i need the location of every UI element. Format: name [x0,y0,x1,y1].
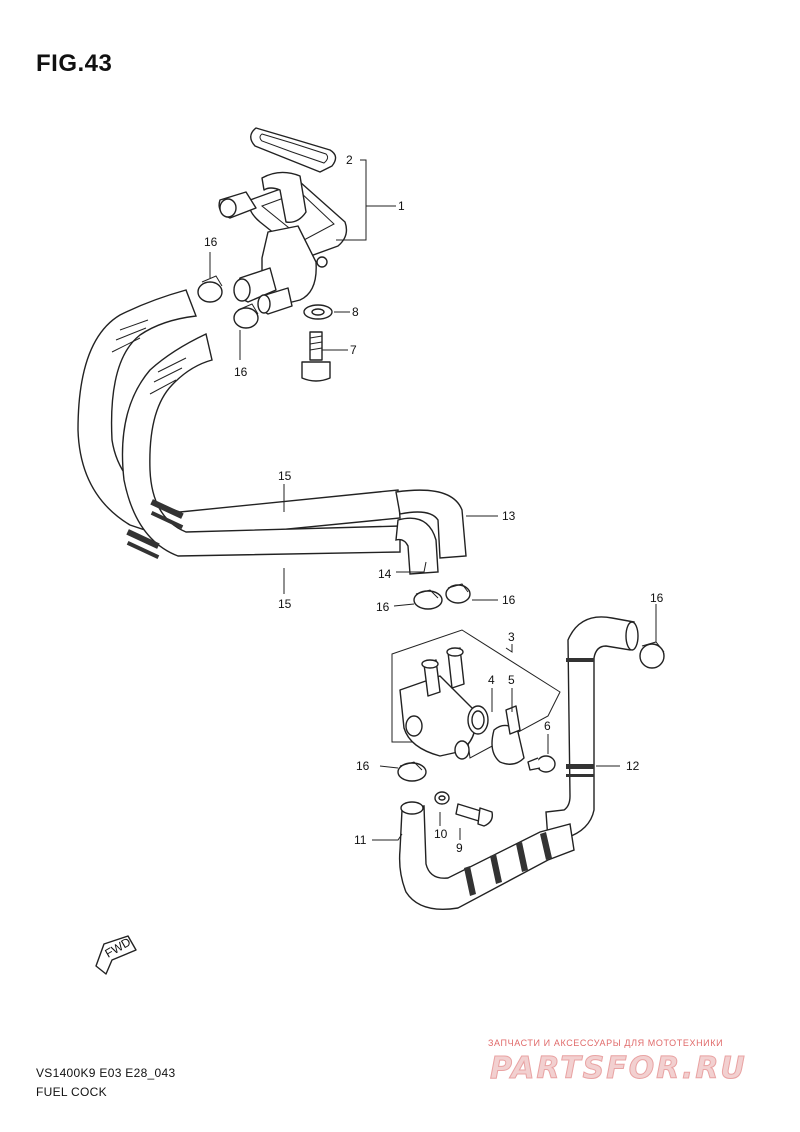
callout-12: 12 [626,759,640,773]
callout-3: 3 [508,630,515,644]
fuel-cock-body-part-3 [399,647,477,760]
hose-clamp-16-b [233,303,259,329]
forward-arrow-icon: FWD [95,935,137,975]
diagram-footer: VS1400K9 E03 E28_043 FUEL COCK [36,1064,175,1102]
watermark-logo: PARTSFOR.RU [490,1051,747,1087]
callout-16-e: 16 [356,759,370,773]
fuel-hose-15-upper [77,289,401,541]
fuel-cock-body-part-1 [218,171,348,315]
callout-5: 5 [508,673,515,687]
o-ring-part-4 [467,705,489,735]
fuel-hose-15-lower [121,332,401,557]
callout-13: 13 [502,509,516,523]
leader-lines [209,159,657,841]
watermark-tagline: ЗАПЧАСТИ И АКСЕССУАРЫ ДЛЯ МОТОТЕХНИКИ [488,1038,724,1048]
callout-6: 6 [544,719,551,733]
callout-15-bottom: 15 [278,597,292,611]
callout-16-f: 16 [650,591,664,605]
callout-8: 8 [352,305,359,319]
washer-part-10 [434,791,450,805]
hose-clamp-16-a [197,275,223,303]
hose-clamp-16-f [639,641,665,669]
callout-4: 4 [488,673,495,687]
bolt-part-9 [455,803,494,827]
gasket-part-2 [250,127,337,173]
section-name: FUEL COCK [36,1085,107,1099]
callout-labels: 2 1 8 7 16 16 15 15 13 14 16 16 3 4 5 6 … [204,153,664,855]
figure-title: FIG.43 [36,50,113,77]
fuel-hose-11 [398,801,575,910]
callout-16-a: 16 [204,235,218,249]
callout-16-d: 16 [502,593,516,607]
lever-part-5 [491,705,525,765]
callout-15-top: 15 [278,469,292,483]
hose-band-marks [126,499,184,559]
callout-10: 10 [434,827,448,841]
hose-clamp-16-c [413,589,443,610]
clamp-part-16-e [397,761,427,782]
callout-2: 2 [346,153,353,167]
hose-clamp-16-d [445,583,471,604]
hose-elbow-14 [395,517,439,575]
callout-1: 1 [398,199,405,213]
model-code: VS1400K9 E03 E28_043 [36,1066,176,1080]
callout-7: 7 [350,343,357,357]
bolt-part-7 [301,331,331,382]
screw-part-6 [527,755,556,773]
callout-14: 14 [378,567,392,581]
callout-16-b: 16 [234,365,248,379]
callout-9: 9 [456,841,463,855]
callout-11: 11 [354,833,367,847]
hose-elbow-13 [395,489,467,559]
fuel-hose-12 [545,616,639,841]
washer-part-8 [303,304,333,320]
callout-16-c: 16 [376,600,390,614]
